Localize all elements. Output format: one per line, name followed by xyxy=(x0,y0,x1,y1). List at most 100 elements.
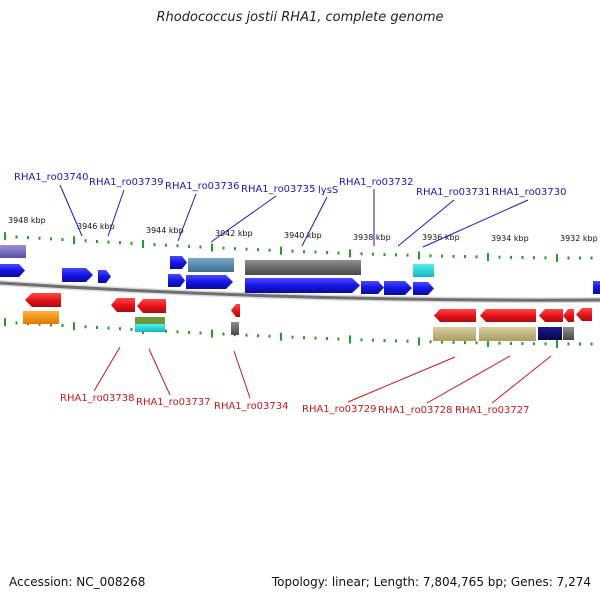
forward-gene-arrow[interactable] xyxy=(413,282,434,295)
gene-label[interactable]: RHA1_ro03734 xyxy=(214,401,289,412)
minor-tick xyxy=(372,252,374,256)
gene-feature[interactable] xyxy=(188,258,234,272)
tick-label: 3942 kbp xyxy=(215,229,253,238)
minor-tick xyxy=(521,256,524,259)
gene-feature[interactable] xyxy=(479,327,536,341)
gene-label[interactable]: RHA1_ro03729 xyxy=(302,404,377,415)
tick-label: 3934 kbp xyxy=(491,234,529,243)
minor-tick xyxy=(337,337,340,341)
gene-label[interactable]: RHA1_ro03740 xyxy=(14,172,89,183)
minor-tick xyxy=(579,256,581,260)
gene-feature[interactable] xyxy=(135,324,165,332)
genome-summary-text: Topology: linear; Length: 7,804,765 bp; … xyxy=(271,575,591,589)
gene-label[interactable]: RHA1_ro03736 xyxy=(165,181,240,192)
gene-feature[interactable] xyxy=(538,327,562,340)
minor-tick xyxy=(406,339,409,343)
gene-label[interactable]: RHA1_ro03732 xyxy=(339,177,414,188)
gene-label[interactable]: RHA1_ro03738 xyxy=(60,393,135,404)
minor-tick xyxy=(130,327,133,331)
minor-tick xyxy=(50,237,52,241)
forward-gene-arrow[interactable] xyxy=(186,275,233,289)
major-tick xyxy=(73,322,75,331)
minor-tick xyxy=(165,329,167,333)
forward-gene-arrow[interactable] xyxy=(384,281,412,295)
minor-tick xyxy=(452,254,455,258)
major-tick xyxy=(418,337,420,346)
gene-feature[interactable] xyxy=(413,264,434,277)
reverse-gene-arrow[interactable] xyxy=(434,309,476,322)
major-tick xyxy=(211,329,213,338)
forward-gene-arrow[interactable] xyxy=(168,274,185,287)
minor-tick xyxy=(383,253,386,257)
major-tick xyxy=(487,253,489,261)
minor-tick xyxy=(429,340,432,344)
minor-tick xyxy=(326,337,328,341)
gene-label[interactable]: RHA1_ro03727 xyxy=(455,405,530,416)
minor-tick xyxy=(96,240,98,243)
reverse-gene-arrow[interactable] xyxy=(576,308,592,321)
minor-tick xyxy=(452,340,455,344)
top-leader-lines xyxy=(59,184,529,248)
minor-tick xyxy=(84,325,87,329)
top-tick-track xyxy=(4,232,593,262)
forward-gene-arrow[interactable] xyxy=(98,270,111,283)
minor-tick xyxy=(176,244,179,248)
gene-feature[interactable] xyxy=(433,327,476,341)
gene-feature[interactable] xyxy=(135,317,165,324)
minor-tick xyxy=(303,250,305,254)
gene-label[interactable]: RHA1_ro03739 xyxy=(89,177,164,188)
minor-tick xyxy=(441,340,443,344)
minor-tick xyxy=(326,251,328,255)
minor-tick xyxy=(291,249,294,253)
minor-tick xyxy=(475,341,478,345)
minor-tick xyxy=(257,334,259,338)
gene-feature[interactable] xyxy=(231,322,239,335)
minor-tick xyxy=(107,240,110,244)
reverse-gene-arrow[interactable] xyxy=(480,309,536,322)
tick-label: 3946 kbp xyxy=(77,222,115,231)
minor-tick xyxy=(475,255,478,259)
tick-label: 3944 kbp xyxy=(146,226,184,235)
gene-label[interactable]: RHA1_ro03730 xyxy=(492,187,567,198)
minor-tick xyxy=(50,323,52,327)
minor-tick xyxy=(61,324,64,327)
minor-tick xyxy=(406,253,409,257)
major-tick xyxy=(280,246,282,255)
gene-feature[interactable] xyxy=(245,260,361,275)
minor-tick xyxy=(383,339,386,343)
major-tick xyxy=(4,232,6,241)
minor-tick xyxy=(567,342,570,346)
gene-label[interactable]: RHA1_ro03735 xyxy=(241,184,316,195)
minor-tick xyxy=(291,335,294,339)
gene-label[interactable]: lysS xyxy=(318,185,338,196)
reverse-gene-arrow[interactable] xyxy=(137,299,166,313)
forward-gene-arrow[interactable] xyxy=(245,278,360,293)
forward-gene-arrow[interactable] xyxy=(593,281,600,294)
forward-gene-arrow[interactable] xyxy=(170,256,187,269)
gene-feature[interactable] xyxy=(23,311,59,324)
tick-label: 3932 kbp xyxy=(560,234,598,243)
forward-gene-arrow[interactable] xyxy=(0,264,25,277)
major-tick xyxy=(487,339,489,347)
reverse-gene-arrow[interactable] xyxy=(25,293,61,307)
gene-feature[interactable] xyxy=(563,327,574,340)
gene-label[interactable]: RHA1_ro03728 xyxy=(378,405,453,416)
reverse-gene-arrow[interactable] xyxy=(111,298,135,312)
minor-tick xyxy=(533,342,535,346)
minor-tick xyxy=(15,235,18,239)
minor-tick xyxy=(234,247,236,251)
genome-backbone xyxy=(0,281,600,302)
gene-feature[interactable] xyxy=(0,245,26,258)
forward-gene-arrow[interactable] xyxy=(62,268,93,282)
forward-gene-arrow[interactable] xyxy=(361,281,384,294)
minor-tick xyxy=(464,341,466,345)
reverse-gene-arrow[interactable] xyxy=(563,309,574,322)
minor-tick xyxy=(38,322,41,326)
gene-label[interactable]: RHA1_ro03731 xyxy=(416,187,491,198)
reverse-gene-arrow[interactable] xyxy=(231,304,240,317)
major-tick xyxy=(142,240,144,248)
gene-label[interactable]: RHA1_ro03737 xyxy=(136,397,211,408)
minor-tick xyxy=(521,342,524,345)
reverse-gene-arrow[interactable] xyxy=(539,309,563,322)
minor-tick xyxy=(303,336,305,340)
